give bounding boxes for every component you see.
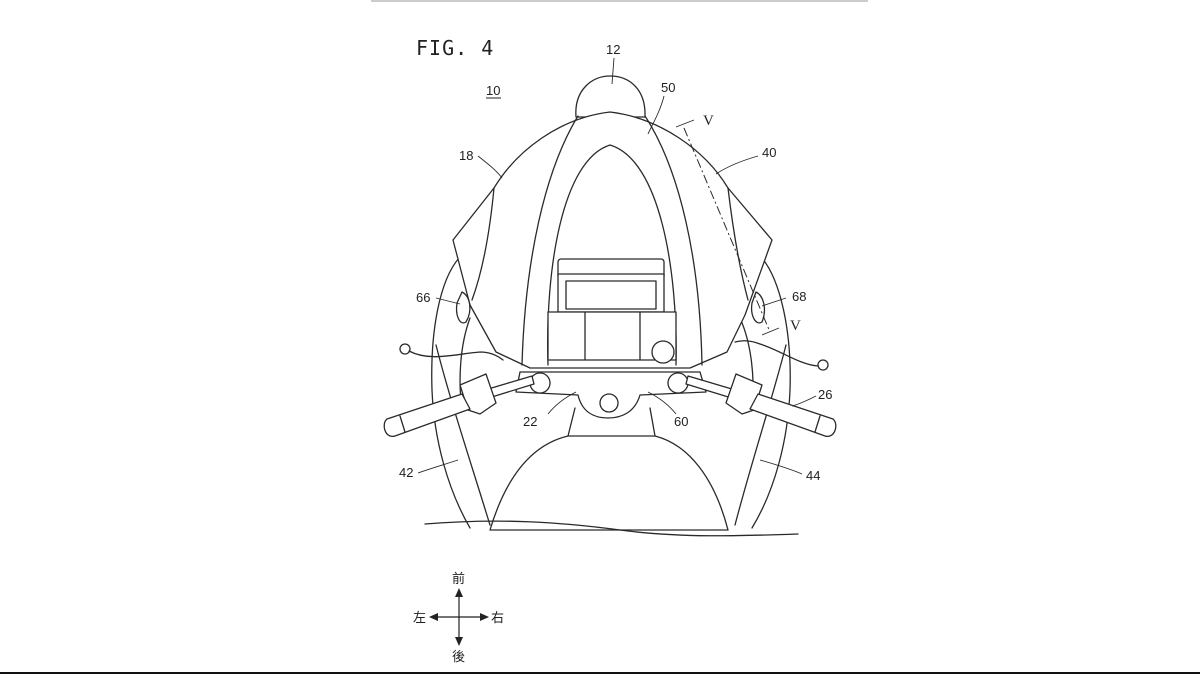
leader-40 (715, 155, 759, 175)
label-60: 60 (674, 414, 688, 429)
compass-left-label: 左 (413, 610, 426, 625)
arrow-up-icon (455, 588, 463, 597)
arrow-down-icon (455, 637, 463, 646)
section-label-top: V (703, 113, 714, 129)
left-side-fairing (431, 257, 471, 529)
arrow-left-icon (429, 613, 438, 621)
right-side-fairing (751, 257, 791, 529)
fuel-tank (489, 435, 729, 531)
leader-60 (647, 391, 677, 415)
leader-44 (759, 459, 803, 475)
leader-12 (611, 57, 615, 85)
label-68: 68 (792, 289, 806, 304)
right-grip-end (814, 415, 821, 433)
left-grip (383, 393, 471, 437)
section-arrow-top (675, 119, 695, 128)
compass-rear-label: 後 (452, 649, 465, 664)
right-fork-cap (667, 372, 689, 394)
tank-neck (567, 407, 656, 437)
headlight-12 (575, 75, 646, 118)
steering-stem-nut (599, 393, 619, 413)
center-panel-50-inner (547, 144, 677, 366)
center-panel-50-outer (521, 115, 703, 366)
label-50: 50 (661, 80, 675, 95)
label-18: 18 (459, 148, 473, 163)
section-arrow-bottom (761, 327, 780, 336)
leader-18 (477, 155, 503, 179)
left-fairing-inner-edge (435, 344, 491, 526)
leader-26 (791, 395, 817, 407)
compass-right-label: 右 (491, 610, 504, 625)
leader-22 (547, 391, 577, 415)
right-mirror-ball (817, 359, 829, 371)
right-fairing-inner-edge (734, 344, 787, 526)
cowl-crease-right (727, 187, 749, 301)
meter-cluster-inner (565, 280, 657, 310)
body-cutoff-line (424, 520, 799, 537)
section-label-bottom: V (790, 318, 801, 334)
direction-compass: 前 後 左 右 (413, 571, 504, 664)
compass-front-label: 前 (452, 571, 465, 586)
leader-66 (435, 297, 461, 305)
figure-title: FIG. 4 (416, 36, 494, 60)
left-mirror-stalk (408, 350, 504, 361)
label-22: 22 (523, 414, 537, 429)
right-grip-26 (749, 393, 837, 437)
label-42: 42 (399, 465, 413, 480)
label-26: 26 (818, 387, 832, 402)
label-40: 40 (762, 145, 776, 160)
right-lamp-68 (750, 291, 766, 324)
left-grip-end (399, 415, 406, 433)
right-mirror-stalk (734, 340, 819, 367)
leader-68 (761, 297, 787, 307)
front-cowl (452, 111, 773, 369)
left-lamp-66 (455, 291, 471, 324)
arrow-right-icon (480, 613, 489, 621)
left-mirror-ball (399, 343, 411, 355)
section-line-v (683, 127, 771, 333)
steering-knob (651, 340, 675, 364)
leader-50 (647, 95, 665, 135)
assembly-ref-label: 10 (486, 83, 500, 98)
meter-base (547, 311, 677, 361)
cowl-crease-left (471, 187, 495, 301)
leader-42 (417, 459, 459, 474)
label-66: 66 (416, 290, 430, 305)
label-44: 44 (806, 468, 820, 483)
label-12: 12 (606, 42, 620, 57)
